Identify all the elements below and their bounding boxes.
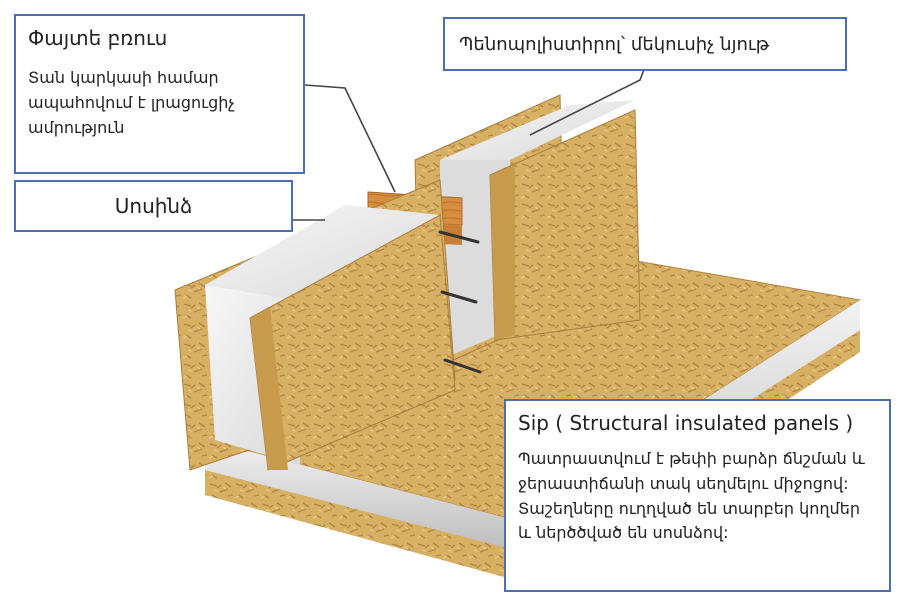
- callout-description: Տան կարկասի համար ապահովում է լրացուցիչ …: [28, 68, 235, 137]
- callout-wooden-beam: Փայտե բռուս Տան կարկասի համար ապահովում …: [14, 14, 305, 174]
- callout-title: Sip ( Structural insulated panels ): [518, 411, 854, 435]
- callout-insulation: Պենոպոլիստիրոլ՝ մեկուսիչ նյութ: [443, 17, 847, 71]
- callout-glue: Սոսինձ: [14, 180, 293, 232]
- callout-title: Փայտե բռուս: [28, 26, 168, 50]
- callout-title: Սոսինձ: [114, 194, 193, 218]
- callout-description: Պատրաստվում է թեփի բարձր ճնշման և ջերաստ…: [518, 449, 865, 543]
- front-wall-panel: [174, 179, 456, 471]
- screws: [438, 230, 482, 374]
- callout-title: Պենոպոլիստիրոլ՝ մեկուսիչ նյութ: [459, 33, 769, 55]
- callout-sip-panels: Sip ( Structural insulated panels ) Պատր…: [504, 399, 891, 592]
